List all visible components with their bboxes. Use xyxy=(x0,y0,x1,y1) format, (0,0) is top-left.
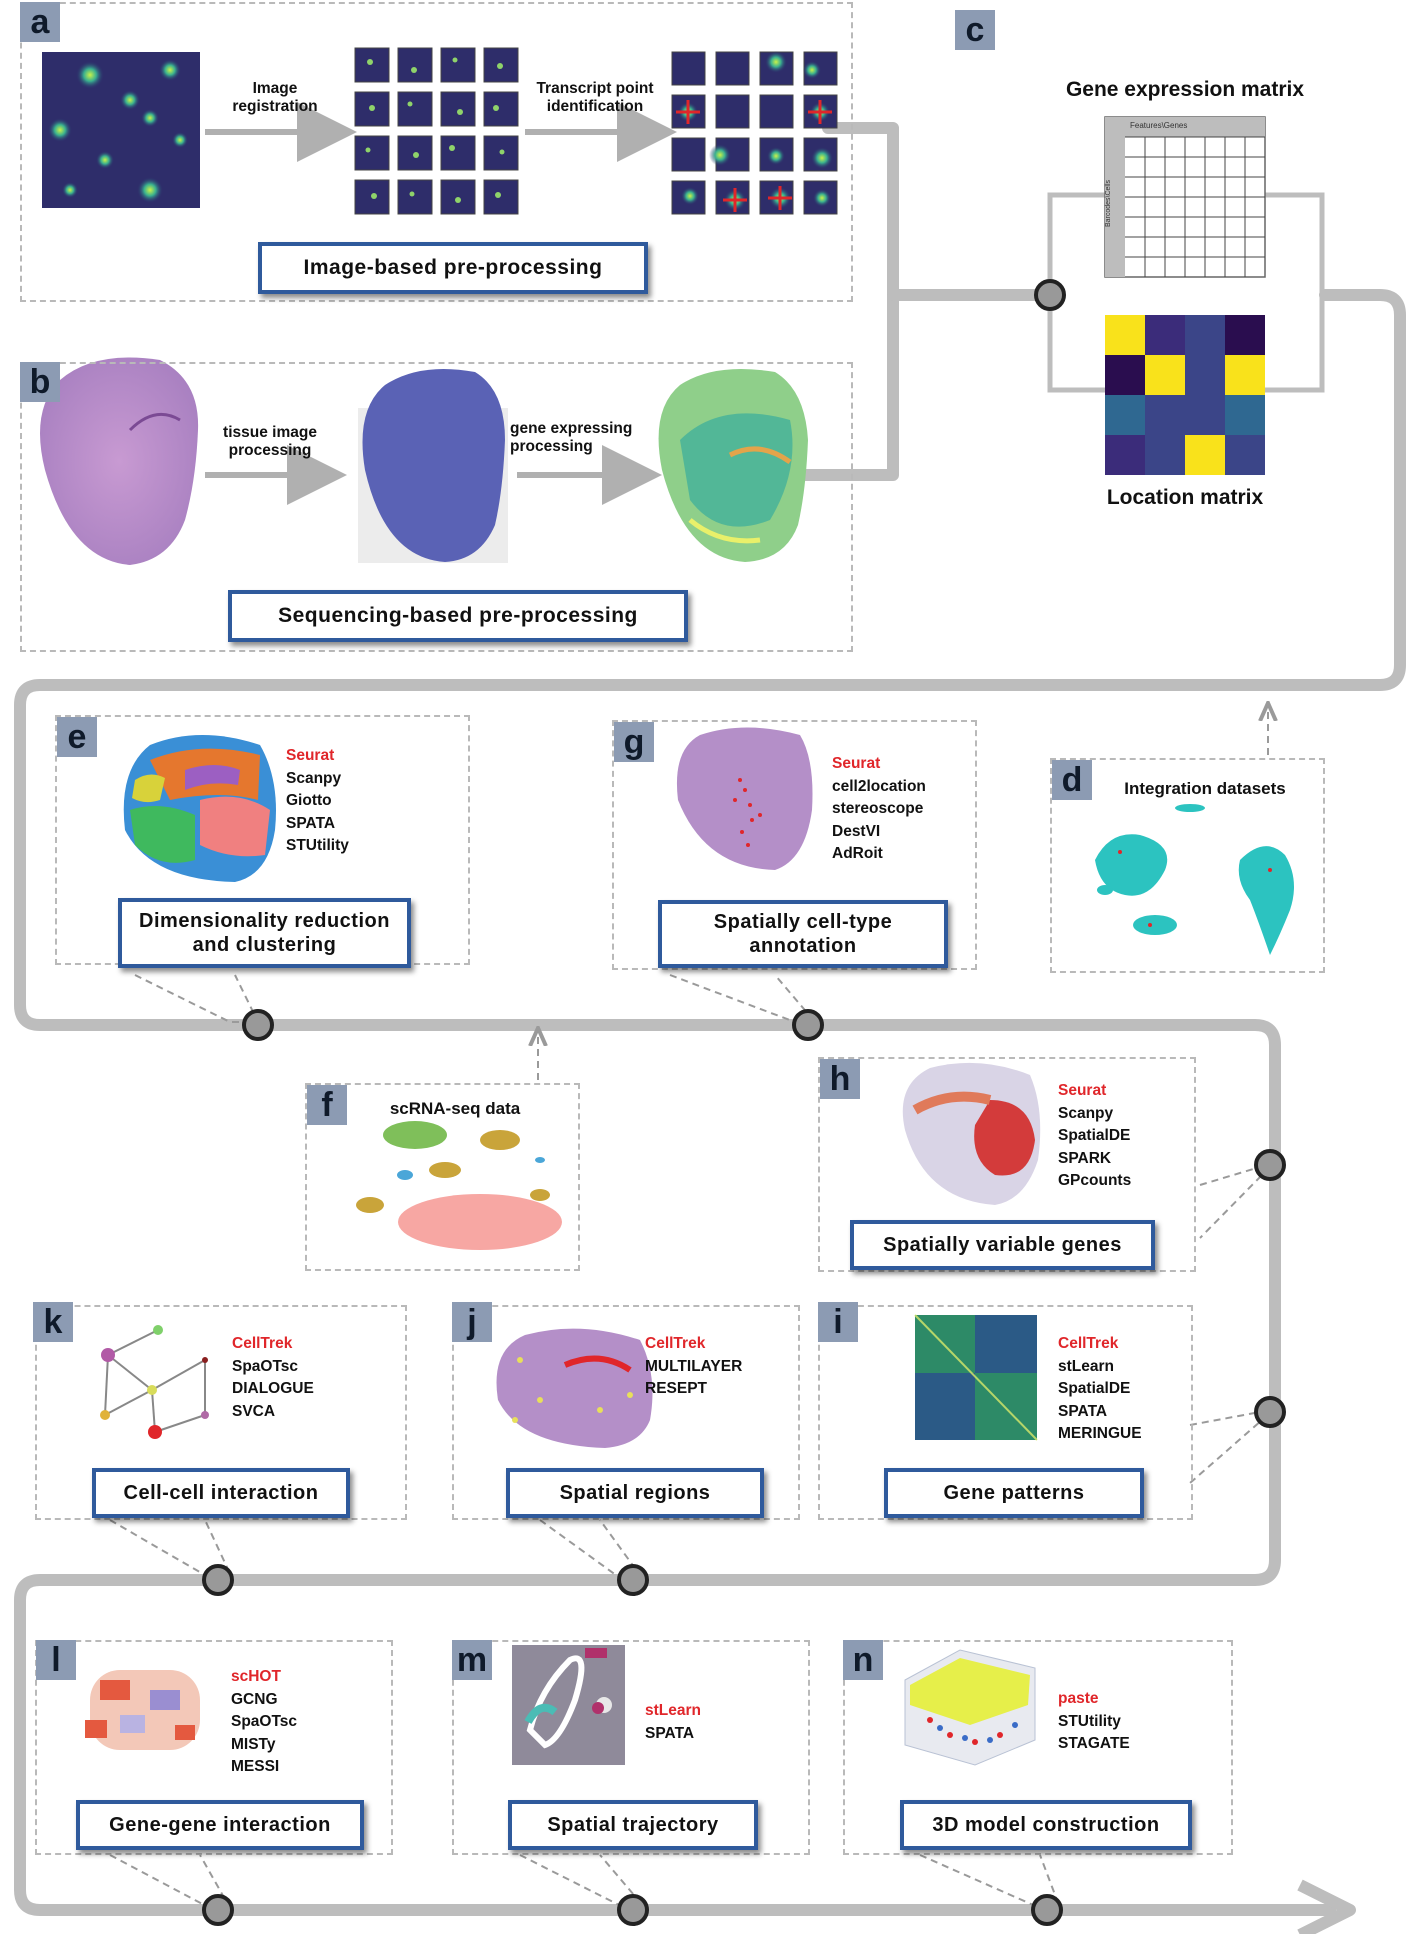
tool-stagate: STAGATE xyxy=(1058,1735,1130,1752)
panel-g xyxy=(612,720,977,970)
tool-scanpy: Scanpy xyxy=(1058,1104,1114,1122)
panel-k-letter: k xyxy=(33,1302,73,1342)
panel-n-tools: paste STUtility STAGATE xyxy=(1058,1688,1130,1756)
tool-seurat: Seurat xyxy=(832,755,881,772)
tool-cell2location: cell2location xyxy=(832,777,926,795)
panel-g-letter: g xyxy=(614,722,654,762)
gene-expression-matrix-label: Gene expression matrix xyxy=(1065,78,1305,101)
tool-spatialde: SpatialDE xyxy=(1058,1380,1131,1397)
tool-spaotsc: SpaOTsc xyxy=(232,1357,299,1375)
tool-celltrek: CellTrek xyxy=(645,1335,706,1352)
tool-stlearn: stLearn xyxy=(1058,1357,1114,1375)
tool-scanpy: Scanpy xyxy=(286,769,342,787)
tool-dialogue: DIALOGUE xyxy=(232,1380,314,1397)
panel-i-letter: i xyxy=(818,1302,858,1342)
tool-stutility: STUtility xyxy=(1058,1712,1121,1730)
tool-schot: scHOT xyxy=(231,1668,281,1685)
panel-h-letter: h xyxy=(820,1059,860,1099)
panel-a xyxy=(20,2,853,302)
tool-messi: MESSI xyxy=(231,1758,280,1775)
tool-stlearn: stLearn xyxy=(645,1702,701,1719)
gene-expressing-processing-label: gene expressing processing xyxy=(510,420,633,455)
panel-b xyxy=(20,362,853,652)
tool-spata: SPATA xyxy=(1058,1402,1108,1420)
tool-multilayer: MULTILAYER xyxy=(645,1357,743,1375)
panel-d xyxy=(1050,758,1325,973)
tool-spaotsc: SpaOTsc xyxy=(231,1713,298,1730)
panel-j xyxy=(452,1305,800,1520)
panel-n-letter: n xyxy=(843,1640,883,1680)
panel-j-letter: j xyxy=(452,1302,492,1342)
panel-h xyxy=(818,1057,1196,1272)
panel-l-tools: scHOT GCNG SpaOTsc MISTy MESSI xyxy=(231,1666,297,1779)
tool-giotto: Giotto xyxy=(286,792,332,809)
panel-j-tools: CellTrek MULTILAYER RESEPT xyxy=(645,1333,742,1401)
tool-destvi: DestVI xyxy=(832,822,881,840)
tool-seurat: Seurat xyxy=(1058,1082,1107,1099)
transcript-point-label: Transcript point identification xyxy=(536,80,654,115)
image-registration-label: Image registration xyxy=(232,80,318,115)
matrix-column-header: Features\Genes xyxy=(1130,121,1188,130)
tool-celltrek: CellTrek xyxy=(1058,1335,1119,1352)
sequencing-based-preprocessing-title: Sequencing-based pre-processing xyxy=(228,590,688,642)
tool-stereoscope: stereoscope xyxy=(832,800,924,817)
scrna-seq-data-label: scRNA-seq data xyxy=(389,1099,521,1118)
panel-c-letter: c xyxy=(955,10,995,50)
tool-spata: SPATA xyxy=(645,1724,695,1742)
panel-i xyxy=(818,1305,1193,1520)
panel-g-tools: Seurat cell2location stereoscope DestVI … xyxy=(832,753,926,866)
tool-paste: paste xyxy=(1058,1690,1099,1707)
tool-seurat: Seurat xyxy=(286,747,335,764)
panel-f-letter: f xyxy=(307,1085,347,1125)
tool-gpcounts: GPcounts xyxy=(1058,1172,1132,1189)
tool-misty: MISTy xyxy=(231,1735,276,1753)
panel-i-tools: CellTrek stLearn SpatialDE SPATA MERINGU… xyxy=(1058,1333,1142,1446)
cell-cell-interaction-title: Cell-cell interaction xyxy=(92,1468,350,1518)
panel-m-letter: m xyxy=(452,1640,492,1680)
tissue-image-processing-label: tissue image processing xyxy=(223,424,317,459)
tool-spatialde: SpatialDE xyxy=(1058,1127,1131,1144)
panel-l xyxy=(35,1640,393,1855)
location-matrix-label: Location matrix xyxy=(1106,486,1264,509)
tool-meringue: MERINGUE xyxy=(1058,1425,1142,1442)
panel-d-letter: d xyxy=(1052,760,1092,800)
spatial-trajectory-title: Spatial trajectory xyxy=(508,1800,758,1850)
integration-datasets-label: Integration datasets xyxy=(1124,779,1286,798)
tool-spata: SPATA xyxy=(286,814,336,832)
panel-b-letter: b xyxy=(20,362,60,402)
matrix-row-header: Barcodes\Cells xyxy=(1105,179,1113,228)
tool-spark: SPARK xyxy=(1058,1149,1112,1167)
gene-patterns-title: Gene patterns xyxy=(884,1468,1144,1518)
spatial-regions-title: Spatial regions xyxy=(506,1468,764,1518)
tool-gcng: GCNG xyxy=(231,1690,278,1708)
3d-model-construction-title: 3D model construction xyxy=(900,1800,1192,1850)
gene-gene-interaction-title: Gene-gene interaction xyxy=(76,1800,364,1850)
spatially-variable-genes-title: Spatially variable genes xyxy=(850,1220,1155,1270)
panel-f xyxy=(305,1083,580,1271)
tool-stutility: STUtility xyxy=(286,837,349,854)
panel-k xyxy=(35,1305,407,1520)
tool-celltrek: CellTrek xyxy=(232,1335,293,1352)
panel-m-tools: stLearn SPATA xyxy=(645,1700,701,1745)
spatially-cell-type-annotation-title: Spatially cell-type annotation xyxy=(658,900,948,968)
image-based-preprocessing-title: Image-based pre-processing xyxy=(258,242,648,294)
panel-k-tools: CellTrek SpaOTsc DIALOGUE SVCA xyxy=(232,1333,314,1423)
panel-m xyxy=(452,1640,810,1855)
dimensionality-reduction-title: Dimensionality reduction and clustering xyxy=(118,898,411,968)
panel-h-tools: Seurat Scanpy SpatialDE SPARK GPcounts xyxy=(1058,1080,1131,1193)
panel-e-tools: Seurat Scanpy Giotto SPATA STUtility xyxy=(286,745,349,858)
panel-l-letter: l xyxy=(36,1640,76,1680)
tool-adroit: AdRoit xyxy=(832,845,883,862)
panel-a-letter: a xyxy=(20,2,60,42)
tool-resept: RESEPT xyxy=(645,1380,708,1397)
tool-svca: SVCA xyxy=(232,1402,276,1420)
panel-n xyxy=(843,1640,1233,1855)
panel-e-letter: e xyxy=(57,717,97,757)
